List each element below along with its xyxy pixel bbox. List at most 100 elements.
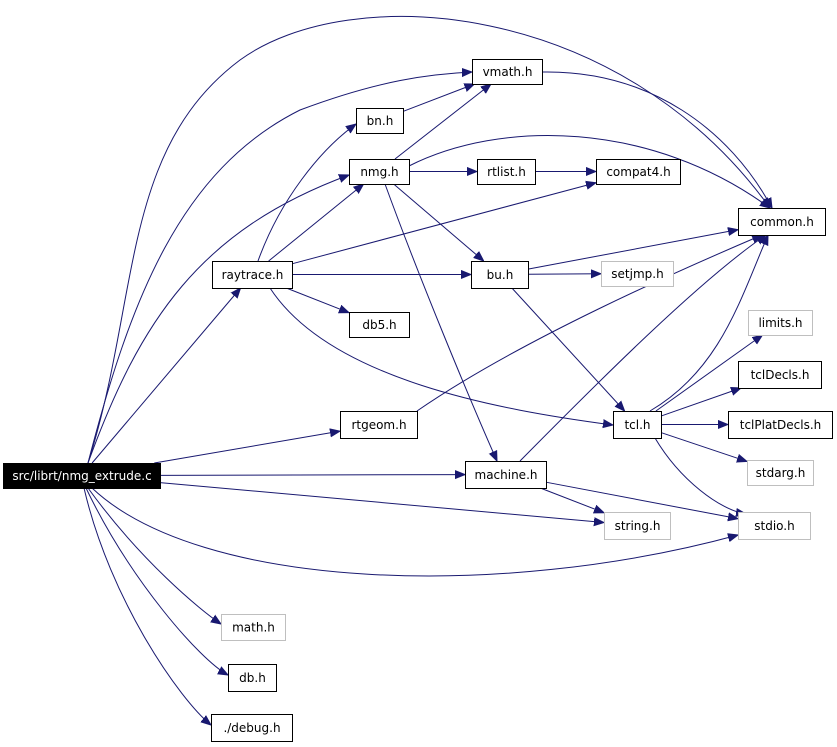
node-label: common.h xyxy=(750,215,814,229)
edge-nmg-to-vmath xyxy=(394,84,491,160)
node-db5[interactable]: db5.h xyxy=(349,312,410,338)
node-box xyxy=(747,460,814,486)
edge-vmath-to-common xyxy=(541,71,772,208)
node-layer: src/librt/nmg_extrude.c raytrace.h vmath.h… xyxy=(3,59,833,742)
edge-nmg_extrude-to-stdio xyxy=(91,487,738,577)
edge-raytrace-to-tcl xyxy=(269,287,613,425)
node-rtgeom[interactable]: rtgeom.h xyxy=(340,411,418,439)
edge-nmg_extrude-to-math xyxy=(87,487,221,624)
node-label: tclPlatDecls.h xyxy=(740,418,822,432)
node-box xyxy=(604,512,671,540)
node-setjmp[interactable]: setjmp.h xyxy=(601,261,674,287)
edge-tcl-to-stdio xyxy=(654,437,746,514)
node-box xyxy=(596,159,681,185)
edge-raytrace-to-db5 xyxy=(286,287,349,313)
node-label: vmath.h xyxy=(483,65,533,79)
edge-raytrace-to-nmg xyxy=(268,184,364,262)
node-box xyxy=(349,159,410,185)
node-label: nmg.h xyxy=(360,165,398,179)
node-box xyxy=(728,411,833,439)
node-label: bu.h xyxy=(487,268,514,282)
node-math[interactable]: math.h xyxy=(221,614,286,641)
node-box xyxy=(472,59,543,85)
node-rtlist[interactable]: rtlist.h xyxy=(477,159,536,185)
edge-bu-to-setjmp xyxy=(527,274,601,275)
node-box xyxy=(349,312,410,338)
node-string[interactable]: string.h xyxy=(604,512,671,540)
node-box xyxy=(340,411,418,439)
node-label: ./debug.h xyxy=(223,721,280,735)
node-nmg[interactable]: nmg.h xyxy=(349,159,410,185)
node-label: machine.h xyxy=(475,468,538,482)
node-box xyxy=(738,208,826,236)
node-tclDecls[interactable]: tclDecls.h xyxy=(738,361,822,389)
edge-rtgeom-to-common xyxy=(416,235,762,412)
edge-nmg-to-machine xyxy=(384,183,497,461)
edge-layer xyxy=(83,16,772,725)
node-bn[interactable]: bn.h xyxy=(356,108,404,134)
node-box xyxy=(221,614,286,641)
node-label: db5.h xyxy=(362,318,396,332)
node-box xyxy=(212,261,293,289)
node-box xyxy=(738,512,811,540)
node-vmath[interactable]: vmath.h xyxy=(472,59,543,85)
node-box xyxy=(3,463,161,489)
node-label: limits.h xyxy=(758,316,802,330)
node-label: stdio.h xyxy=(754,519,794,533)
node-box xyxy=(356,108,404,134)
node-machine[interactable]: machine.h xyxy=(465,461,547,489)
edge-tcl-to-limits xyxy=(655,335,763,412)
node-tclPlatDecls[interactable]: tclPlatDecls.h xyxy=(728,411,833,439)
edge-tcl-to-tclDecls xyxy=(660,388,741,417)
node-label: rtlist.h xyxy=(487,165,526,179)
edge-raytrace-to-compat4 xyxy=(291,183,596,265)
node-box xyxy=(228,664,277,692)
node-box xyxy=(748,310,813,336)
node-box xyxy=(601,261,674,287)
node-box xyxy=(477,159,536,185)
edge-nmg_extrude-to-nmg xyxy=(87,175,349,464)
node-label: raytrace.h xyxy=(222,268,284,282)
edge-raytrace-to-bn xyxy=(257,124,356,262)
edge-machine-to-string xyxy=(540,487,604,513)
edge-nmg_extrude-to-raytrace xyxy=(91,288,240,464)
node-stdarg[interactable]: stdarg.h xyxy=(747,460,814,486)
edge-machine-to-common xyxy=(519,235,766,462)
edge-nmg-to-common xyxy=(408,135,770,208)
node-label: compat4.h xyxy=(606,165,670,179)
node-label: stdarg.h xyxy=(756,466,806,480)
node-label: tclDecls.h xyxy=(751,368,810,382)
node-compat4[interactable]: compat4.h xyxy=(596,159,681,185)
node-label: db.h xyxy=(239,671,266,685)
node-common[interactable]: common.h xyxy=(738,208,826,236)
node-box xyxy=(613,411,662,439)
node-label: src/librt/nmg_extrude.c xyxy=(12,469,151,483)
edge-tcl-to-stdarg xyxy=(660,432,747,462)
node-label: rtgeom.h xyxy=(351,418,406,432)
node-stdio[interactable]: stdio.h xyxy=(738,512,811,540)
node-label: math.h xyxy=(232,621,275,635)
node-limits[interactable]: limits.h xyxy=(748,310,813,336)
node-raytrace[interactable]: raytrace.h xyxy=(212,261,293,289)
edge-tcl-to-common xyxy=(649,235,768,412)
node-label: string.h xyxy=(615,519,661,533)
node-box xyxy=(738,361,822,389)
node-bu[interactable]: bu.h xyxy=(471,261,529,289)
node-label: setjmp.h xyxy=(611,267,663,281)
node-db[interactable]: db.h xyxy=(228,664,277,692)
edge-nmg_extrude-to-common xyxy=(87,16,770,464)
node-debug[interactable]: ./debug.h xyxy=(211,714,293,742)
node-box xyxy=(471,261,529,289)
edge-bu-to-common xyxy=(527,230,738,270)
edge-nmg_extrude-to-db xyxy=(85,487,228,675)
edge-nmg_extrude-to-rtgeom xyxy=(154,431,340,464)
edge-bu-to-tcl xyxy=(511,287,625,411)
node-box xyxy=(211,714,293,742)
node-nmg_extrude[interactable]: src/librt/nmg_extrude.c xyxy=(3,463,161,489)
node-label: bn.h xyxy=(367,114,394,128)
node-tcl[interactable]: tcl.h xyxy=(613,411,662,439)
edge-nmg_extrude-to-string xyxy=(159,482,604,523)
edge-nmg-to-bu xyxy=(393,183,484,261)
edge-nmg_extrude-to-debug xyxy=(83,487,211,725)
